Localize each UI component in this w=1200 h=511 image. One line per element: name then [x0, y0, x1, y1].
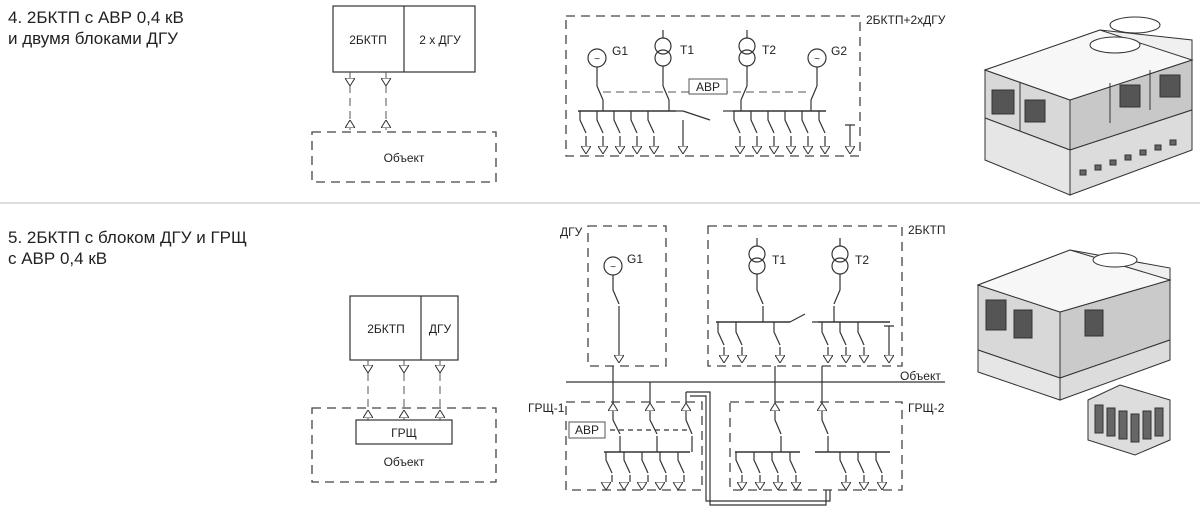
frame-grsh2-label: ГРЩ-2	[908, 401, 945, 415]
section-5-title-line2: с АВР 0,4 кВ	[8, 249, 108, 268]
frame-grsh2	[729, 401, 903, 491]
object-box	[311, 131, 497, 183]
grsh-label: ГРЩ	[391, 426, 417, 440]
avr-label-1: АВР	[696, 80, 720, 94]
frame-dgu	[587, 225, 667, 367]
object-line-label: Объект	[900, 369, 941, 383]
section-4-block-diagram: 2БКТП 2 х ДГУ Объект	[311, 5, 497, 183]
avr-label-2: АВР	[575, 423, 599, 437]
frame-2bktp	[707, 225, 903, 367]
frame-2bktp-2dgu-label: 2БКТП+2хДГУ	[866, 13, 946, 27]
avr-box-1	[688, 78, 728, 95]
frame-dgu-label: ДГУ	[560, 225, 583, 239]
frame-grsh1-label: ГРЩ-1	[528, 401, 565, 415]
frame-2bktp-label: 2БКТП	[908, 223, 946, 237]
svg-text:~: ~	[594, 54, 600, 65]
substation-illustration-2	[976, 249, 1172, 456]
object-label-5: Объект	[384, 455, 425, 469]
label-t1-5: T1	[772, 253, 786, 267]
section-5-block-diagram: 2БКТП ДГУ ГРЩ Объект	[311, 295, 497, 483]
block-2bktp-label: 2БКТП	[349, 33, 387, 47]
substation-illustration-1	[983, 16, 1194, 196]
object-label: Объект	[384, 151, 425, 165]
section-4-scheme: 2БКТП+2хДГУ ~ G1 T1 T2 ~ G2 АВР	[565, 13, 946, 157]
section-5-title-line1: 5. 2БКТП с блоком ДГУ и ГРЩ	[8, 228, 247, 247]
svg-text:~: ~	[814, 54, 820, 65]
block-2bktp-5-label: 2БКТП	[367, 322, 405, 336]
block-dgu-5-label: ДГУ	[429, 322, 452, 336]
avr-box-2	[568, 421, 606, 439]
label-t2: T2	[762, 43, 776, 57]
section-4-title-line2: и двумя блоками ДГУ	[8, 29, 178, 48]
section-5-title: 5. 2БКТП с блоком ДГУ и ГРЩ с АВР 0,4 кВ	[8, 227, 247, 269]
frame-grsh1	[565, 401, 703, 491]
block-2bktp-5	[349, 295, 459, 361]
section-5-scheme: ДГУ ~ G1 2БКТП T1 T2	[528, 223, 946, 506]
section-4-title-line1: 4. 2БКТП с АВР 0,4 кВ	[8, 8, 184, 27]
section-4-title: 4. 2БКТП с АВР 0,4 кВ и двумя блоками ДГ…	[8, 7, 184, 49]
block-dgu-label: 2 х ДГУ	[419, 33, 461, 47]
label-g2: G2	[831, 44, 847, 58]
svg-text:~: ~	[610, 262, 616, 273]
label-g1: G1	[612, 44, 628, 58]
label-g1-5: G1	[627, 252, 643, 266]
label-t2-5: T2	[855, 253, 869, 267]
frame-2bktp-2dgu	[565, 15, 861, 157]
object-box-5	[311, 407, 497, 483]
label-t1: T1	[680, 43, 694, 57]
grsh-box	[355, 419, 453, 445]
